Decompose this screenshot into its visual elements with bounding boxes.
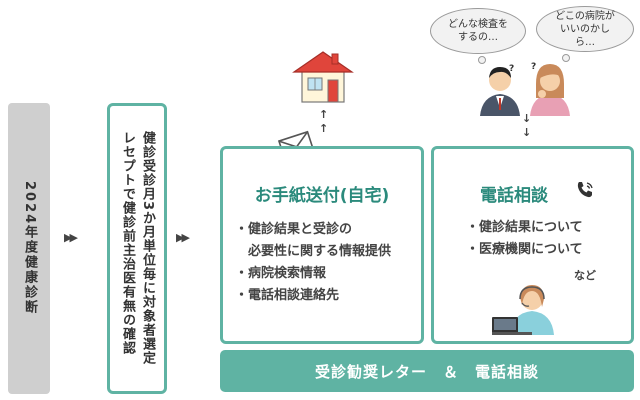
down-arrow-1: ↓ (522, 112, 532, 125)
step2-text: 健診受診月3か月単位毎に対象者選定 レセプトで健診前主治医有無の確認 (117, 131, 157, 365)
summary-banner-label: 受診勧奨レター ＆ 電話相談 (314, 362, 539, 381)
step1-box: 2024年度健康診断 (8, 103, 50, 394)
etc-label: など (574, 269, 596, 282)
phone-bullet: ・健診結果について (466, 220, 583, 235)
letter-panel: お手紙送付(自宅) ・健診結果と受診の 必要性に関する情報提供 ・病院検索情報 … (220, 146, 424, 344)
letter-bullet: ・電話相談連絡先 (235, 288, 340, 303)
question-mark: ? (531, 62, 537, 72)
phone-icon (574, 179, 596, 201)
letter-panel-title: お手紙送付(自宅) (254, 186, 390, 206)
bubble-dot (478, 56, 486, 64)
phone-panel-title: 電話相談 (480, 186, 548, 206)
phone-panel: 電話相談 ・健診結果について ・医療機関について など (431, 146, 634, 344)
worried-people-icon (478, 58, 572, 116)
letter-bullet: 必要性に関する情報提供 (235, 244, 392, 259)
step2-line1: 健診受診月3か月単位毎に対象者選定 (140, 131, 155, 366)
summary-banner: 受診勧奨レター ＆ 電話相談 (220, 350, 634, 392)
up-arrow-2: ↑ (319, 122, 329, 135)
question-mark: ? (509, 64, 515, 74)
speech-bubble-left: どんな検査をするの… (430, 8, 526, 54)
speech-bubble-right-text: どこの病院がいいのかしら… (555, 10, 615, 48)
call-operator-icon (492, 277, 558, 337)
house-icon (292, 48, 354, 104)
letter-bullet-list: ・健診結果と受診の 必要性に関する情報提供 ・病院検索情報 ・電話相談連絡先 (235, 219, 391, 307)
up-arrow-1: ↑ (319, 108, 329, 121)
speech-bubble-right: どこの病院がいいのかしら… (536, 6, 634, 52)
step2-line2: レセプトで健診前主治医有無の確認 (120, 131, 135, 356)
arrow-step1-to-step2: ▶▶ (64, 231, 78, 244)
phone-bullet-list: ・健診結果について ・医療機関について (466, 217, 583, 261)
letter-bullet: ・健診結果と受診の (235, 222, 353, 237)
phone-bullet: ・医療機関について (466, 242, 583, 257)
down-arrow-2: ↓ (522, 126, 532, 139)
letter-bullet: ・病院検索情報 (235, 266, 327, 281)
step1-label: 2024年度健康診断 (22, 181, 37, 316)
step2-box: 健診受診月3か月単位毎に対象者選定 レセプトで健診前主治医有無の確認 (107, 103, 167, 394)
arrow-step2-to-step3: ▶▶ (176, 231, 190, 244)
speech-bubble-left-text: どんな検査をするの… (448, 19, 508, 43)
bubble-dot (562, 54, 570, 62)
